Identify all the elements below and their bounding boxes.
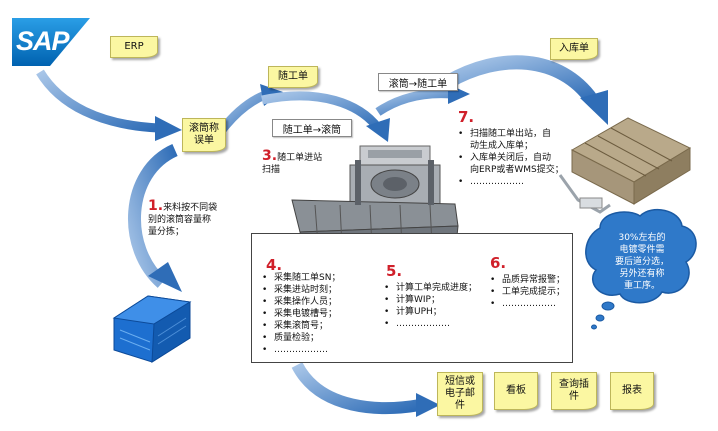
step-4-item: 采集滚筒号； xyxy=(262,320,340,332)
step-4-item: 采集电镀槽号； xyxy=(262,308,340,320)
step-5-item: 计算WIP； xyxy=(384,294,477,306)
arrow-panel-to-outputs xyxy=(291,361,440,417)
step-4-item: 采集进站时刻； xyxy=(262,284,340,296)
step-6-number: 6. xyxy=(490,254,507,272)
step-7-item: ……………… xyxy=(458,176,564,188)
step-3-text: 随工单进站 扫描 xyxy=(262,153,323,175)
arrow-to-warehouse xyxy=(444,55,608,125)
note-board: 看板 xyxy=(494,372,538,410)
note-scrap-text: 滚筒称 误单 xyxy=(189,123,219,146)
step-5-item: 计算工单完成进度； xyxy=(384,282,477,294)
step-5-number: 5. xyxy=(386,262,403,280)
note-order-top-text: 随工单 xyxy=(278,71,308,82)
step-5-list: 计算工单完成进度； 计算WIP； 计算UPH； ……………… xyxy=(384,282,477,330)
note-warehouse-text: 入库单 xyxy=(559,43,589,54)
note-query: 查询插 件 xyxy=(551,372,597,410)
step-4-item: ……………… xyxy=(262,344,340,356)
warehouse-image xyxy=(558,117,692,214)
note-erp: ERP xyxy=(110,36,158,58)
note-warehouse: 入库单 xyxy=(550,38,598,60)
sap-logo-text: SAP xyxy=(16,26,70,56)
note-sms: 短信或 电子邮 件 xyxy=(437,372,483,416)
sap-logo: SAP xyxy=(12,18,90,66)
step-1: 1.来料按不同袋 别的滚筒容量称 量分拣； xyxy=(148,198,248,238)
thought-cloud-text: 30%左右的 电镀零件需 要后道分选， 另外还有称 重工序。 xyxy=(614,233,669,291)
note-scrap: 滚筒称 误单 xyxy=(182,118,226,152)
arrow-scrap-to-crate xyxy=(128,144,182,292)
step-4-number: 4. xyxy=(266,256,283,274)
label-order-to-drum-text: 随工单→滚筒 xyxy=(282,124,342,136)
note-order-top: 随工单 xyxy=(268,66,318,88)
step-7-item: 入库单关闭后，自动 向ERP或者WMS提交； xyxy=(458,152,564,176)
step-4-item: 质量检验； xyxy=(262,332,340,344)
step-4-item: 采集操作人员； xyxy=(262,296,340,308)
step-5-item: ……………… xyxy=(384,318,477,330)
thought-cloud-shape xyxy=(585,208,697,330)
note-sms-text: 短信或 电子邮 件 xyxy=(445,376,475,411)
arrow-sap-to-scrap xyxy=(36,69,182,141)
step-1-text: 来料按不同袋 别的滚筒容量称 量分拣； xyxy=(148,203,218,237)
step-4-list: 采集随工单SN； 采集进站时刻； 采集操作人员； 采集电镀槽号； 采集滚筒号； … xyxy=(262,272,340,356)
step-6-item: ……………… xyxy=(490,298,565,310)
arrow-order-to-machine xyxy=(261,91,390,142)
label-drum-to-order-text: 滚筒→随工单 xyxy=(388,78,448,90)
note-query-text: 查询插 件 xyxy=(559,379,589,402)
step-3-number: 3. xyxy=(262,148,278,164)
note-erp-text: ERP xyxy=(124,41,144,52)
step-1-number: 1. xyxy=(148,198,164,214)
step-5-item: 计算UPH； xyxy=(384,306,477,318)
step-6-item: 品质异常报警； xyxy=(490,274,565,286)
label-order-to-drum: 随工单→滚筒 xyxy=(272,119,352,137)
label-drum-to-order: 滚筒→随工单 xyxy=(378,73,458,91)
crate-image xyxy=(112,295,192,363)
step-6-item: 工单完成提示； xyxy=(490,286,565,298)
info-panel: 4. 采集随工单SN； 采集进站时刻； 采集操作人员； 采集电镀槽号； 采集滚筒… xyxy=(251,233,573,363)
step-6-list: 品质异常报警； 工单完成提示； ……………… xyxy=(490,274,565,310)
sap-logo-icon xyxy=(12,18,90,66)
note-report-text: 报表 xyxy=(622,385,642,396)
step-3: 3.随工单进站 扫描 xyxy=(262,148,352,176)
step-7-number: 7. xyxy=(458,108,475,126)
step-7-list: 扫描随工单出站，自 动生成入库单； 入库单关闭后，自动 向ERP或者WMS提交；… xyxy=(458,128,564,188)
step-7-item: 扫描随工单出站，自 动生成入库单； xyxy=(458,128,564,152)
note-report: 报表 xyxy=(610,372,654,410)
note-board-text: 看板 xyxy=(506,385,526,396)
step-4-item: 采集随工单SN； xyxy=(262,272,340,284)
